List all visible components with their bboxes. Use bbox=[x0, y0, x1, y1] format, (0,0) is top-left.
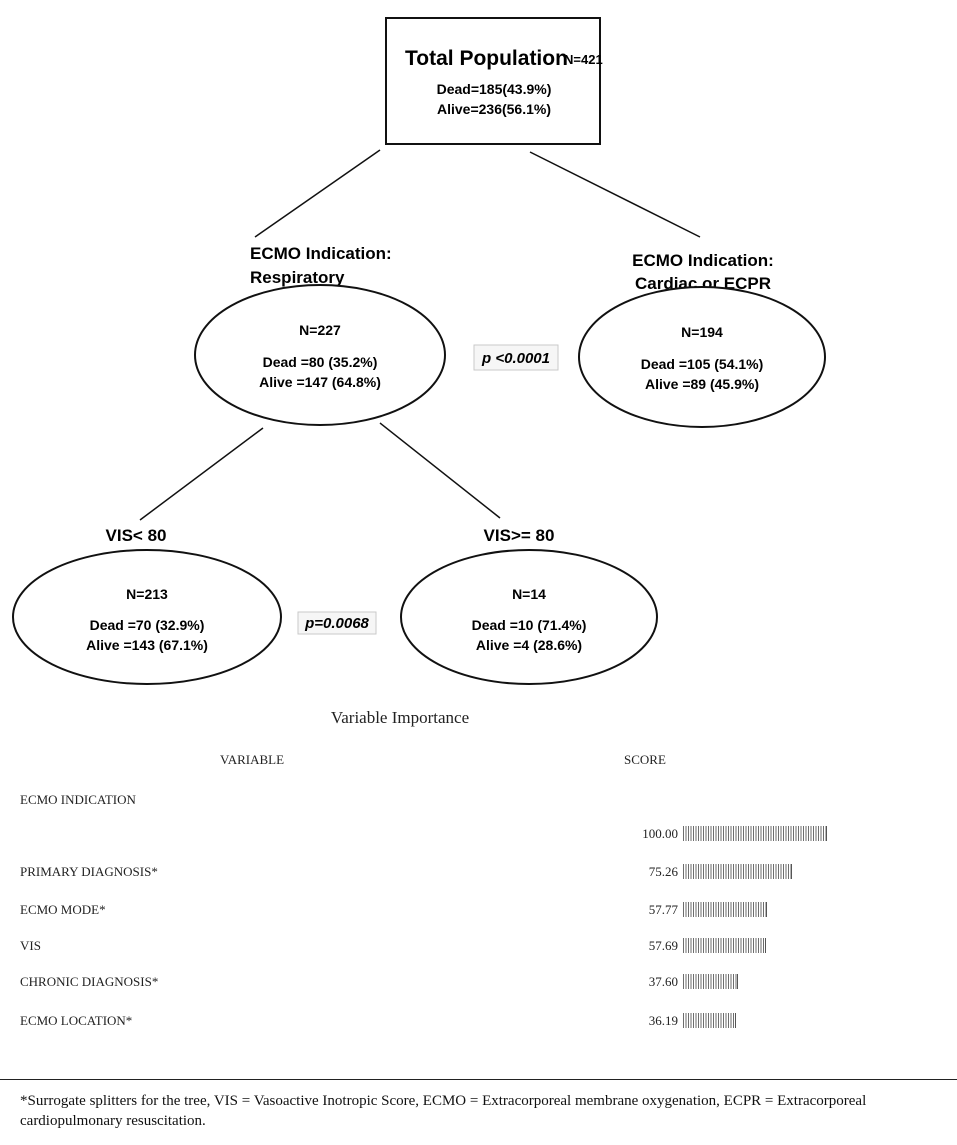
score-vis: 57.69 bbox=[648, 938, 678, 953]
left-node-n: N=227 bbox=[299, 322, 341, 338]
right-node-n: N=194 bbox=[681, 324, 723, 340]
edge-root-right bbox=[529, 151, 701, 238]
vis-high-node-ellipse bbox=[400, 549, 658, 685]
p-level1-value: p <0.0001 bbox=[481, 350, 550, 367]
vis-low-node-dead: Dead =70 (32.9%) bbox=[90, 617, 205, 633]
variable-name-ecmo-indication: ECMO INDICATION bbox=[20, 792, 136, 807]
variable-name-ecmo-location: ECMO LOCATION* bbox=[20, 1013, 133, 1028]
vis-low-node-n: N=213 bbox=[126, 586, 168, 602]
vis-low-label: VIS< 80 bbox=[106, 526, 167, 545]
edge-left-leftleft bbox=[139, 427, 264, 521]
p-level2-box bbox=[297, 611, 377, 635]
variable-name-vis: VIS bbox=[20, 938, 41, 953]
vis-high-label: VIS>= 80 bbox=[484, 526, 555, 545]
vis-low-node-ellipse bbox=[12, 549, 282, 685]
score-bar-primary-diagnosis bbox=[683, 864, 792, 879]
vis-high-node-n: N=14 bbox=[512, 586, 546, 602]
right-branch-label-line1: ECMO Indication: bbox=[632, 251, 774, 270]
variable-name-chronic-diagnosis: CHRONIC DIAGNOSIS* bbox=[20, 974, 159, 989]
right-node-dead: Dead =105 (54.1%) bbox=[641, 356, 764, 372]
vis-high-node-alive: Alive =4 (28.6%) bbox=[476, 637, 582, 653]
left-branch-label-line1: ECMO Indication: bbox=[250, 244, 392, 263]
variable-name-ecmo-mode: ECMO MODE* bbox=[20, 902, 106, 917]
p-level2-value: p=0.0068 bbox=[304, 615, 369, 632]
score-chronic-diagnosis: 37.60 bbox=[648, 974, 678, 989]
variable-name-primary-diagnosis: PRIMARY DIAGNOSIS* bbox=[20, 864, 158, 879]
root-node-n: N=421 bbox=[564, 52, 603, 67]
edge-root-left bbox=[254, 149, 381, 238]
score-bar-chronic-diagnosis bbox=[683, 974, 738, 989]
left-branch-label-line2: Respiratory bbox=[250, 268, 345, 287]
left-node-ellipse bbox=[194, 284, 446, 426]
score-ecmo-mode: 57.77 bbox=[648, 902, 678, 917]
footnote-divider bbox=[0, 1079, 957, 1080]
root-node-alive: Alive=236(56.1%) bbox=[437, 101, 551, 117]
right-node-ellipse bbox=[578, 286, 826, 428]
right-node-alive: Alive =89 (45.9%) bbox=[645, 376, 759, 392]
score-bar-vis bbox=[683, 938, 767, 953]
score-bar-ecmo-indication bbox=[683, 826, 827, 841]
left-node-dead: Dead =80 (35.2%) bbox=[263, 354, 378, 370]
decision-tree: Total Population N=421 Dead=185(43.9%) A… bbox=[12, 17, 826, 685]
variable-importance-title: Variable Importance bbox=[330, 708, 470, 727]
score-ecmo-location: 36.19 bbox=[648, 1013, 678, 1028]
left-node-alive: Alive =147 (64.8%) bbox=[259, 374, 381, 390]
right-branch-label-line2: Cardiac or ECPR bbox=[635, 274, 771, 293]
score-bar-ecmo-location bbox=[683, 1013, 736, 1028]
root-node-title: Total Population bbox=[405, 47, 568, 70]
edge-left-leftright bbox=[379, 422, 501, 519]
root-node-dead: Dead=185(43.9%) bbox=[437, 81, 552, 97]
footnote: *Surrogate splitters for the tree, VIS =… bbox=[20, 1093, 867, 1129]
vis-high-node-dead: Dead =10 (71.4%) bbox=[472, 617, 587, 633]
p-level1-box bbox=[473, 344, 559, 371]
score-bar-ecmo-mode bbox=[683, 902, 767, 917]
root-node-box bbox=[385, 17, 601, 145]
score-column-header: SCORE bbox=[624, 752, 666, 767]
vis-low-node-alive: Alive =143 (67.1%) bbox=[86, 637, 208, 653]
score-ecmo-indication: 100.00 bbox=[642, 826, 678, 841]
score-primary-diagnosis: 75.26 bbox=[648, 864, 678, 879]
variable-column-header: VARIABLE bbox=[220, 752, 285, 767]
